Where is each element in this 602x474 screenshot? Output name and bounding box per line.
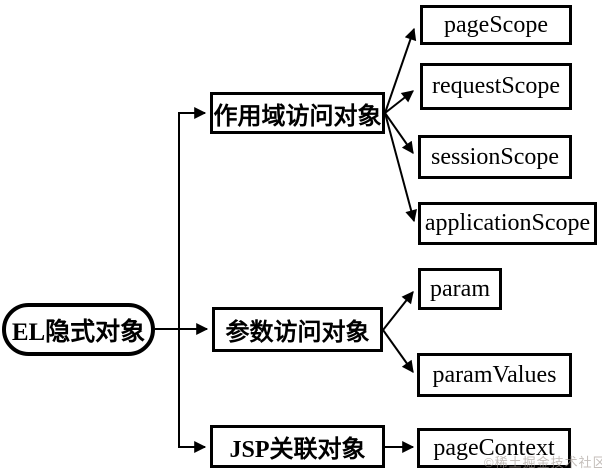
connector-param-to-paramvalues: [382, 329, 414, 373]
connector-scope-to-pagescope: [384, 27, 417, 114]
leaf-box-sessionscope: sessionScope: [418, 135, 572, 179]
connector-trunk-to-jsp-branch: [178, 329, 207, 453]
branch-box-jsp-related-objects: JSP关联对象: [210, 425, 385, 468]
connector-scope-to-requestscope: [384, 90, 414, 114]
connector-scope-to-sessionscope: [384, 112, 414, 154]
leaf-box-pagecontext: pageContext: [417, 428, 571, 468]
connector-scope-to-applicationscope: [384, 112, 417, 223]
watermark-text: ©稀土掘金技术社区: [484, 455, 602, 470]
branch-box-scope-access-objects: 作用域访问对象: [210, 92, 385, 134]
leaf-box-paramvalues: paramValues: [417, 353, 572, 397]
branch-box-parameter-access-objects: 参数访问对象: [212, 307, 383, 352]
root-node-el-implicit-object: EL隐式对象: [2, 303, 155, 356]
leaf-box-param: param: [418, 268, 502, 310]
connector-trunk-to-scope-branch: [178, 107, 207, 329]
connector-param-to-param: [382, 291, 414, 331]
leaf-box-requestscope: requestScope: [420, 63, 572, 110]
leaf-box-pagescope: pageScope: [420, 5, 572, 45]
leaf-box-applicationscope: applicationScope: [418, 202, 597, 245]
